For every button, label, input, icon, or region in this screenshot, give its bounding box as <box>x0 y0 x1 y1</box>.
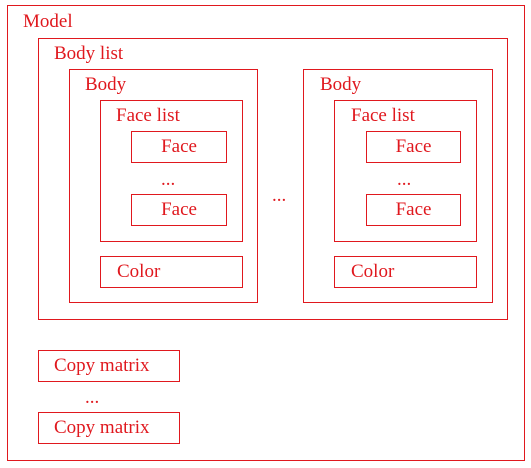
body-list-label: Body list <box>54 43 124 64</box>
body-label: Body <box>85 74 127 95</box>
face-label: Face <box>395 199 432 220</box>
copy-matrix-label: Copy matrix <box>54 417 150 438</box>
face-label: Face <box>161 199 197 220</box>
color-label: Color <box>351 261 395 282</box>
body-box: Body <box>303 69 493 303</box>
face-label: Face <box>161 136 197 157</box>
model-label: Model <box>23 11 73 32</box>
face-box: Face <box>131 131 227 163</box>
face-list-label: Face list <box>116 105 180 126</box>
copy-matrix-box: Copy matrix <box>38 350 180 382</box>
color-label: Color <box>117 261 161 282</box>
face-box: Face <box>366 194 461 226</box>
face-list-box: Face list <box>334 100 477 242</box>
face-ellipsis: ... <box>161 169 176 190</box>
color-box: Color <box>334 256 477 288</box>
face-box: Face <box>131 194 227 226</box>
copy-matrix-box: Copy matrix <box>38 412 180 444</box>
face-ellipsis: ... <box>397 169 412 190</box>
face-list-box: Face list <box>100 100 243 242</box>
body-list-box: Body list <box>38 38 508 320</box>
model-box: Model <box>7 5 525 461</box>
copy-matrix-ellipsis: ... <box>85 387 100 408</box>
body-label: Body <box>320 74 362 95</box>
face-list-label: Face list <box>351 105 415 126</box>
face-box: Face <box>366 131 461 163</box>
color-box: Color <box>100 256 243 288</box>
bodies-ellipsis: ... <box>272 185 287 206</box>
copy-matrix-label: Copy matrix <box>54 355 150 376</box>
face-label: Face <box>395 136 432 157</box>
body-box: Body <box>69 69 258 303</box>
